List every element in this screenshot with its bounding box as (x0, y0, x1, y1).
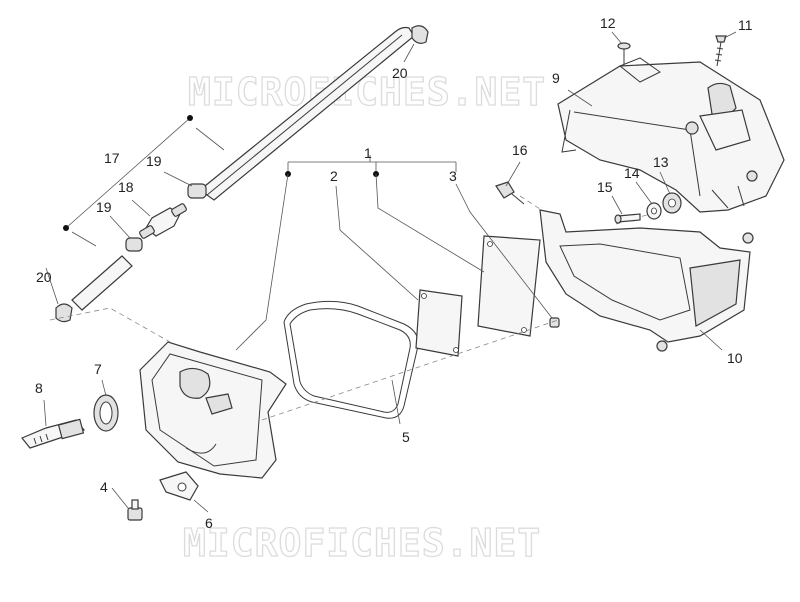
callout-19-upper: 19 (146, 153, 162, 169)
callout-19-lower: 19 (96, 199, 112, 215)
screw-16 (495, 181, 525, 205)
head-cover-8 (139, 341, 287, 479)
watermark-top: MICROFICHES.NET (188, 70, 546, 114)
callout-11: 11 (738, 17, 753, 33)
check-valve-18 (139, 203, 187, 239)
reed-plate-3 (477, 235, 541, 337)
callout-13: 13 (653, 154, 669, 170)
hose-connector-19-upper (187, 183, 207, 199)
callout-7: 7 (94, 361, 102, 377)
callout-18: 18 (118, 179, 134, 195)
callout-2: 2 (330, 168, 338, 184)
gasket-5 (283, 300, 419, 419)
callout-9: 9 (552, 70, 560, 86)
callout-1: 1 (364, 145, 372, 161)
screw-11 (714, 35, 727, 67)
callout-6: 6 (205, 515, 213, 531)
callout-17: 17 (104, 150, 120, 166)
callout-16: 16 (512, 142, 528, 158)
bracket-6 (159, 471, 199, 501)
shroud-10 (539, 209, 754, 352)
callout-20-upper: 20 (392, 65, 408, 81)
hose-connector-19-lower (125, 237, 143, 252)
hose-clamp-upper (411, 25, 429, 44)
screw-12 (617, 42, 631, 64)
callout-14: 14 (624, 165, 640, 181)
cover-9 (557, 57, 785, 213)
callout-15: 15 (597, 179, 613, 195)
watermark-bottom: MICROFICHES.NET (183, 521, 541, 565)
breather-hose-lower (71, 255, 133, 311)
callout-5: 5 (402, 429, 410, 445)
washer-14 (646, 202, 662, 220)
hose-clamp-lower (55, 303, 73, 323)
callout-3: 3 (449, 168, 457, 184)
reed-plate-2 (415, 289, 463, 357)
spark-plug-8 (21, 418, 86, 449)
bolt-4 (127, 499, 143, 521)
screw-small (549, 317, 560, 328)
callout-20-lower: 20 (36, 269, 52, 285)
callout-4: 4 (100, 479, 108, 495)
callout-12: 12 (600, 15, 616, 31)
callout-10: 10 (727, 350, 743, 366)
screw-15 (614, 213, 641, 224)
o-ring-7 (93, 394, 119, 432)
callout-8: 8 (35, 380, 43, 396)
grommet-13 (662, 192, 682, 214)
